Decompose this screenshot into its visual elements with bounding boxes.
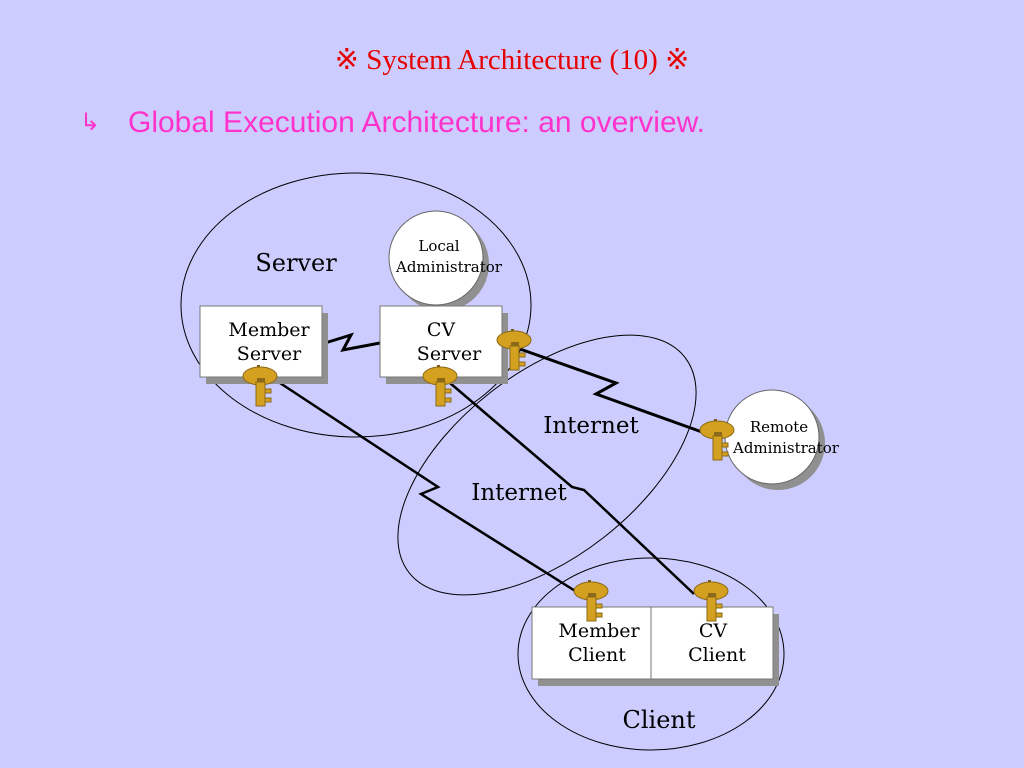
subtitle-text: Global Execution Architecture: an overvi… xyxy=(128,106,705,139)
client-region xyxy=(517,557,785,751)
client-region-label: Client xyxy=(622,706,695,734)
cv-to-cv-client-link xyxy=(449,382,695,595)
local-administrator-node: Local Administrator xyxy=(388,210,503,311)
remote-admin-line2: Administrator xyxy=(732,439,840,457)
member-client-line1: Member xyxy=(558,620,640,642)
cv-client-box: CV Client xyxy=(650,606,779,686)
bullet-arrow-icon: ↳ xyxy=(80,109,101,136)
cv-client-line1: CV xyxy=(699,620,728,642)
cv-to-remote-link xyxy=(519,347,703,434)
cv-client-line2: Client xyxy=(688,644,746,666)
server-region-label: Server xyxy=(255,249,337,277)
cv-server-line2: Server xyxy=(417,343,482,365)
member-server-link xyxy=(324,332,381,353)
remote-admin-line1: Remote xyxy=(750,418,808,436)
internet-region xyxy=(397,334,697,596)
member-server-line2: Server xyxy=(237,343,302,365)
slide-subtitle: ↳ Global Execution Architecture: an overv… xyxy=(80,106,705,140)
server-region xyxy=(180,172,532,438)
member-server-line1: Member xyxy=(228,319,310,341)
local-admin-line2: Administrator xyxy=(395,258,503,276)
cv-server-line1: CV xyxy=(427,319,456,341)
member-client-line2: Client xyxy=(568,644,626,666)
slide-title: ※ System Architecture (10) ※ xyxy=(334,44,690,76)
internet-label-lower: Internet xyxy=(471,480,567,506)
internet-label-upper: Internet xyxy=(543,413,639,439)
member-server-key-icon xyxy=(242,364,278,407)
remote-administrator-node: Remote Administrator xyxy=(724,389,840,490)
local-admin-line1: Local xyxy=(418,237,459,255)
member-to-member-client-link xyxy=(279,381,581,596)
